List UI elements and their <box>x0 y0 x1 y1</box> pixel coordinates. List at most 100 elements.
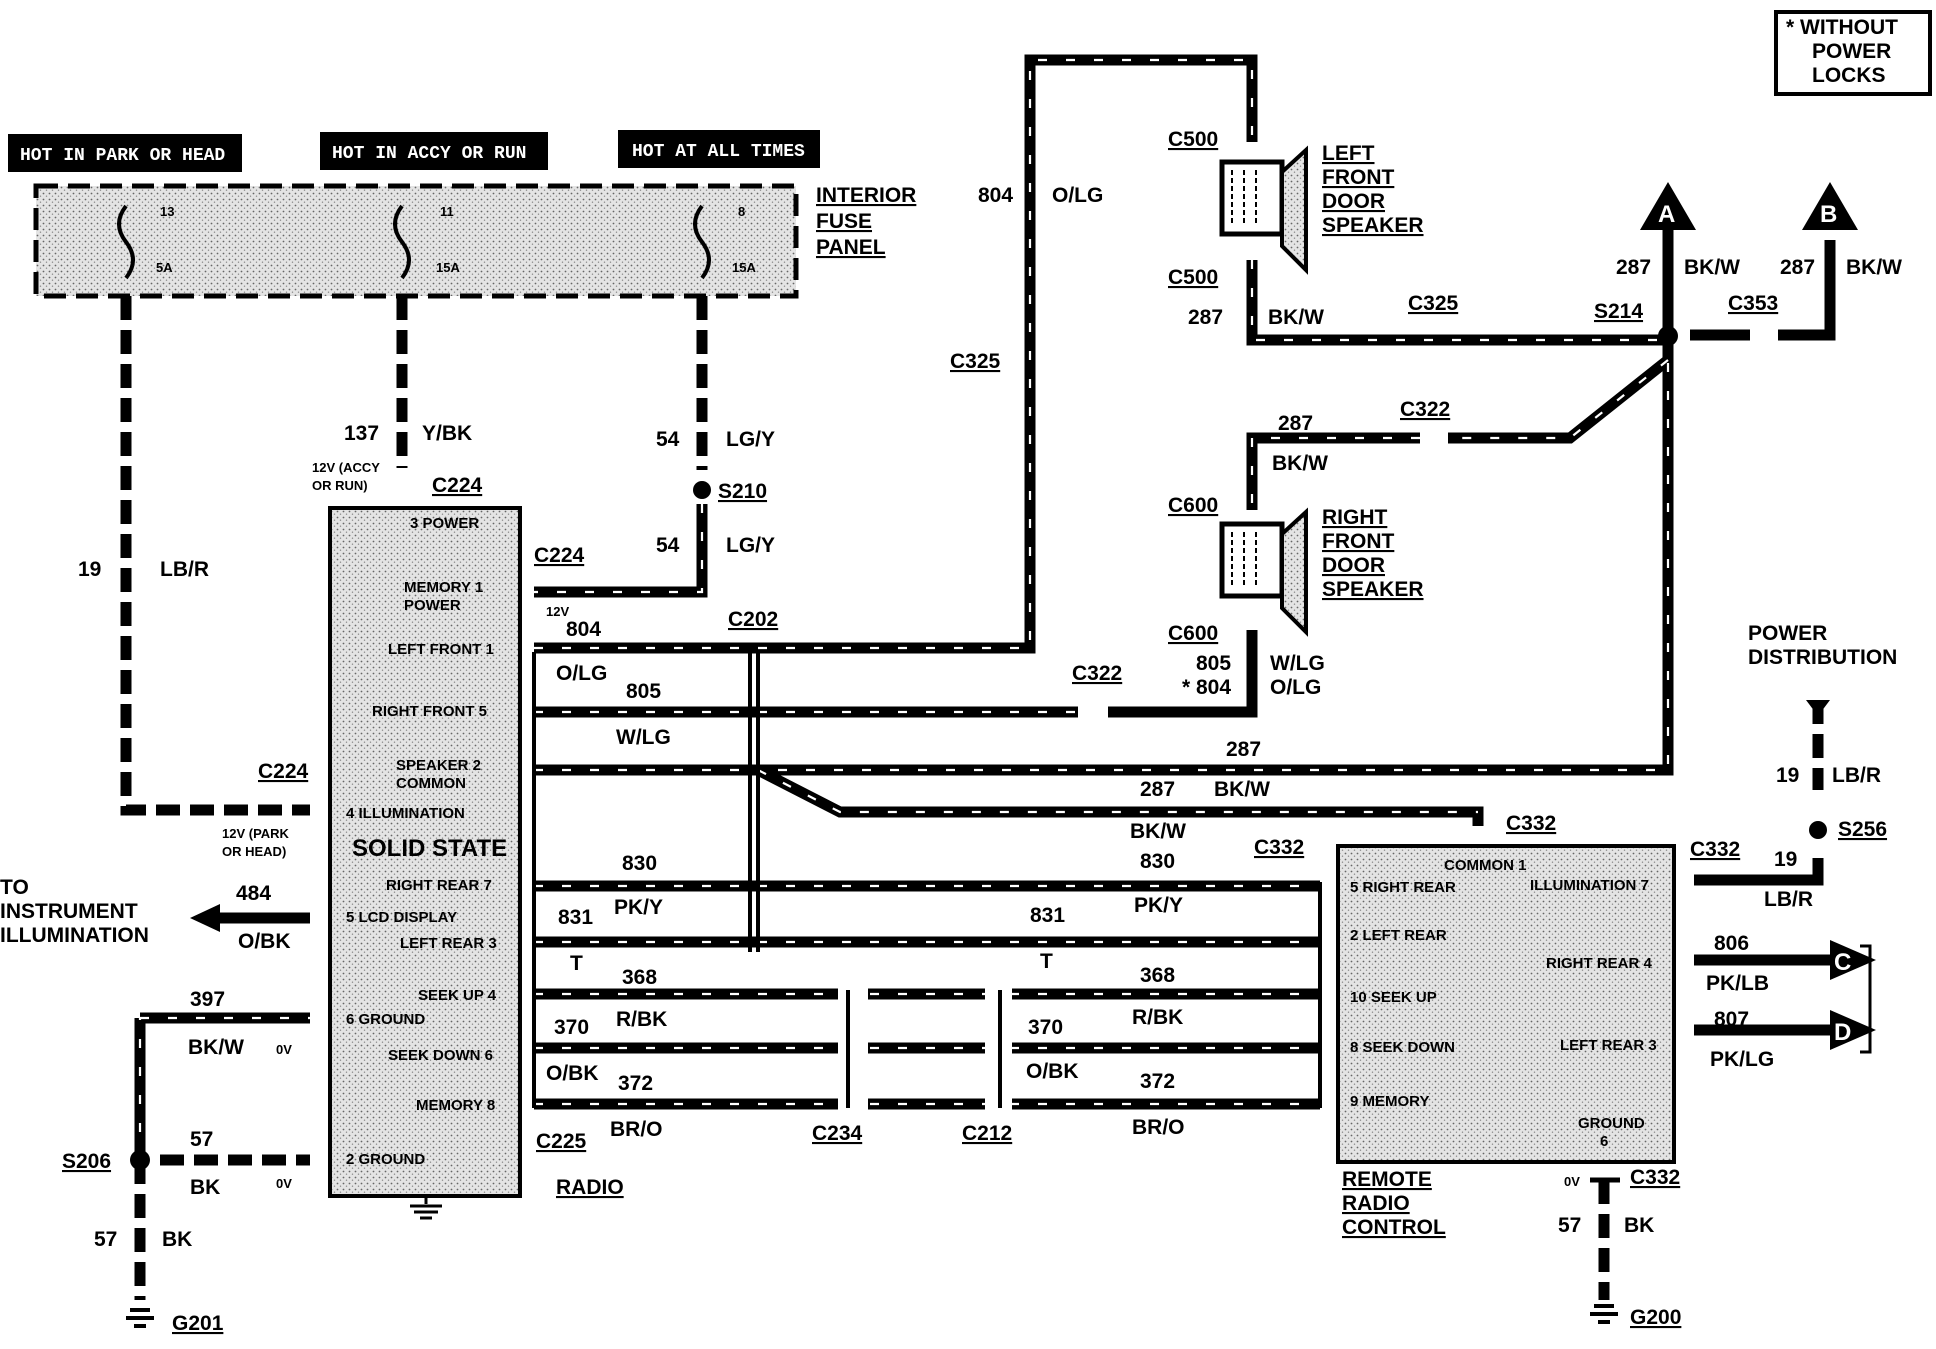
svg-text:SEEK UP 4: SEEK UP 4 <box>418 987 497 1004</box>
svg-text:RIGHT FRONT 5: RIGHT FRONT 5 <box>372 703 487 720</box>
svg-text:807: 807 <box>1714 1008 1749 1031</box>
svg-text:2 GROUND: 2 GROUND <box>346 1151 425 1168</box>
splice-s210 <box>693 481 711 499</box>
svg-text:A: A <box>1658 201 1675 228</box>
svg-text:C212: C212 <box>962 1122 1012 1145</box>
svg-text:287: 287 <box>1188 306 1223 329</box>
svg-text:DOOR: DOOR <box>1322 554 1385 577</box>
svg-text:C234: C234 <box>812 1122 863 1145</box>
svg-text:ILLUMINATION: ILLUMINATION <box>0 924 149 947</box>
svg-text:0V: 0V <box>276 1176 292 1191</box>
svg-text:W/LG: W/LG <box>1270 652 1325 675</box>
svg-text:LEFT FRONT 1: LEFT FRONT 1 <box>388 641 494 658</box>
svg-text:O/BK: O/BK <box>238 930 291 953</box>
svg-text:11: 11 <box>440 204 454 219</box>
svg-text:C224: C224 <box>432 474 483 497</box>
header-all-times-text: HOT AT ALL TIMES <box>632 142 805 162</box>
svg-text:O/LG: O/LG <box>556 662 607 685</box>
svg-text:805: 805 <box>626 680 661 703</box>
svg-text:BR/O: BR/O <box>610 1118 663 1141</box>
svg-text:FRONT: FRONT <box>1322 530 1394 553</box>
offpage-d: D <box>1830 1010 1876 1050</box>
svg-text:LB/R: LB/R <box>1764 888 1813 911</box>
svg-text:S256: S256 <box>1838 818 1887 841</box>
svg-text:W/LG: W/LG <box>616 726 671 749</box>
ground-g201: G201 <box>126 1308 224 1335</box>
svg-text:C: C <box>1834 949 1851 976</box>
svg-text:MEMORY 1: MEMORY 1 <box>404 579 483 596</box>
svg-text:SPEAKER 2: SPEAKER 2 <box>396 757 481 774</box>
svg-text:830: 830 <box>622 852 657 875</box>
svg-text:RIGHT REAR 7: RIGHT REAR 7 <box>386 877 492 894</box>
svg-text:C353: C353 <box>1728 292 1778 315</box>
svg-text:BK/W: BK/W <box>1214 778 1270 801</box>
svg-text:57: 57 <box>1558 1214 1581 1237</box>
svg-text:PK/Y: PK/Y <box>614 896 663 919</box>
to-instrument-arrow <box>190 904 310 932</box>
svg-text:287: 287 <box>1780 256 1815 279</box>
svg-text:INSTRUMENT: INSTRUMENT <box>0 900 138 923</box>
svg-text:CONTROL: CONTROL <box>1342 1216 1446 1239</box>
svg-text:Y/BK: Y/BK <box>422 422 472 445</box>
radio-caption: RADIO <box>556 1176 624 1199</box>
svg-text:BK: BK <box>162 1228 192 1251</box>
wire-labels: 19 LB/R 137 Y/BK 12V (ACCY OR RUN) C224 … <box>0 128 1902 1251</box>
svg-text:370: 370 <box>1028 1016 1063 1039</box>
svg-text:BK/W: BK/W <box>1268 306 1324 329</box>
header-accy-or-run: HOT IN ACCY OR RUN <box>320 132 548 170</box>
svg-text:O/BK: O/BK <box>1026 1060 1079 1083</box>
svg-text:O/BK: O/BK <box>546 1062 599 1085</box>
svg-text:C224: C224 <box>258 760 309 783</box>
svg-text:S206: S206 <box>62 1150 111 1173</box>
svg-text:12V: 12V <box>546 604 569 619</box>
svg-text:4 ILLUMINATION: 4 ILLUMINATION <box>346 805 465 822</box>
svg-text:LB/R: LB/R <box>160 558 209 581</box>
svg-text:GROUND: GROUND <box>1578 1115 1645 1132</box>
splice-dots <box>130 326 1827 1170</box>
fuse-13: 13 5A <box>117 204 174 280</box>
svg-text:12V (ACCY: 12V (ACCY <box>312 460 380 475</box>
offpage-a: A <box>1640 182 1696 230</box>
svg-text:19: 19 <box>1776 764 1799 787</box>
svg-text:5 RIGHT REAR: 5 RIGHT REAR <box>1350 879 1456 896</box>
solid-state-radio: 3 POWER MEMORY 1 POWER LEFT FRONT 1 RIGH… <box>328 506 624 1220</box>
svg-text:ILLUMINATION 7: ILLUMINATION 7 <box>1530 877 1649 894</box>
remote-radio-control: COMMON 1 5 RIGHT REAR ILLUMINATION 7 2 L… <box>1336 844 1676 1239</box>
svg-text:C224: C224 <box>534 544 585 567</box>
svg-text:LEFT REAR 3: LEFT REAR 3 <box>1560 1037 1657 1054</box>
svg-text:RIGHT REAR 4: RIGHT REAR 4 <box>1546 955 1653 972</box>
fuse-panel-label1: INTERIOR <box>816 184 916 207</box>
note-box: * WITHOUT POWER LOCKS <box>1774 10 1932 96</box>
svg-text:G200: G200 <box>1630 1306 1681 1329</box>
svg-text:C225: C225 <box>536 1130 587 1153</box>
svg-text:19: 19 <box>1774 848 1797 871</box>
svg-text:C322: C322 <box>1400 398 1450 421</box>
svg-text:368: 368 <box>622 966 657 989</box>
svg-text:PK/LB: PK/LB <box>1706 972 1769 995</box>
svg-text:484: 484 <box>236 882 271 905</box>
svg-text:LB/R: LB/R <box>1832 764 1881 787</box>
svg-text:PK/Y: PK/Y <box>1134 894 1183 917</box>
svg-text:C600: C600 <box>1168 494 1218 517</box>
svg-text:LEFT: LEFT <box>1322 142 1375 165</box>
svg-text:C332: C332 <box>1690 838 1740 861</box>
svg-text:BK/W: BK/W <box>1846 256 1902 279</box>
svg-text:C202: C202 <box>728 608 778 631</box>
svg-text:DISTRIBUTION: DISTRIBUTION <box>1748 646 1897 669</box>
svg-text:19: 19 <box>78 558 101 581</box>
svg-text:287: 287 <box>1226 738 1261 761</box>
svg-text:SPEAKER: SPEAKER <box>1322 214 1424 237</box>
svg-text:57: 57 <box>94 1228 117 1251</box>
svg-text:MEMORY 8: MEMORY 8 <box>416 1097 495 1114</box>
svg-text:287: 287 <box>1278 412 1313 435</box>
header-accy-or-run-text: HOT IN ACCY OR RUN <box>332 144 526 164</box>
svg-text:9 MEMORY: 9 MEMORY <box>1350 1093 1429 1110</box>
header-all-times: HOT AT ALL TIMES <box>618 130 820 168</box>
svg-text:SPEAKER: SPEAKER <box>1322 578 1424 601</box>
svg-text:13: 13 <box>160 204 174 219</box>
svg-text:6 GROUND: 6 GROUND <box>346 1011 425 1028</box>
svg-text:57: 57 <box>190 1128 213 1151</box>
svg-text:REMOTE: REMOTE <box>1342 1168 1432 1191</box>
svg-text:287: 287 <box>1140 778 1175 801</box>
